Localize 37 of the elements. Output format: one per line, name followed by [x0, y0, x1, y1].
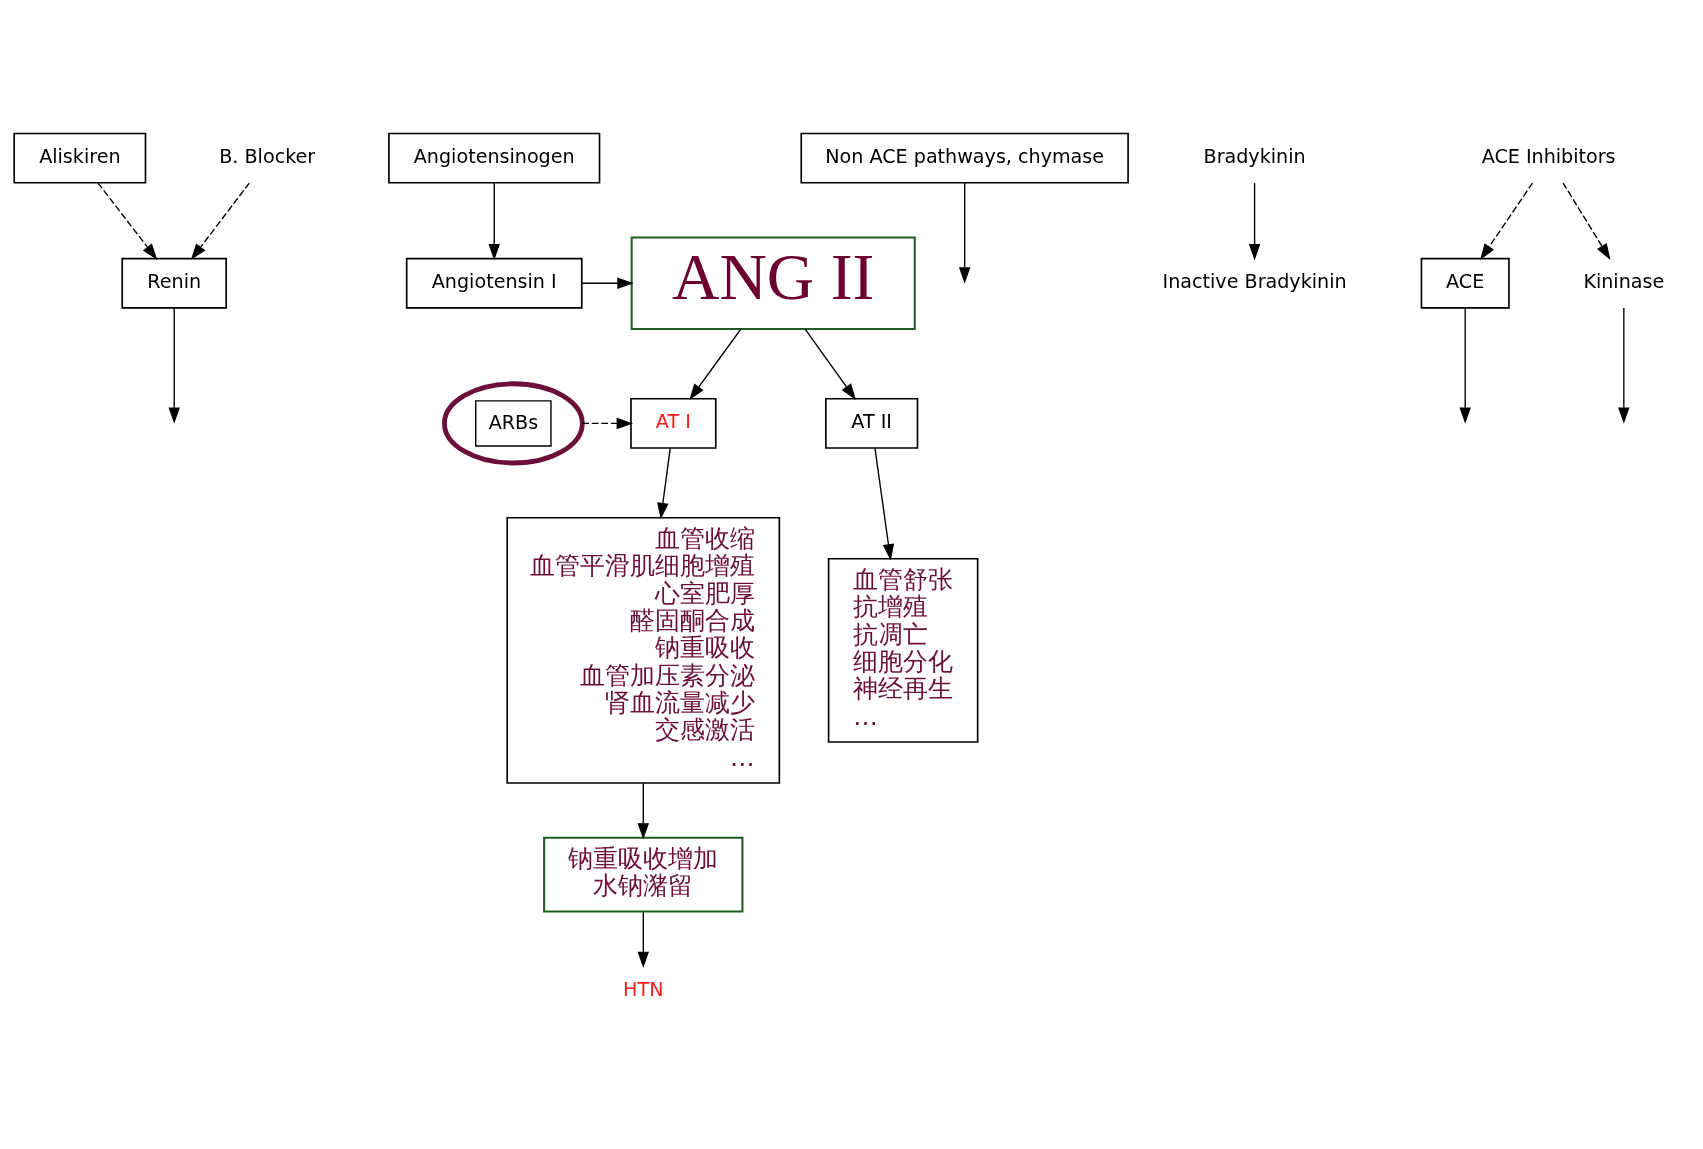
arrow	[637, 782, 650, 840]
arrow	[1459, 307, 1471, 424]
node-text: Inactive Bradykinin	[1162, 270, 1347, 294]
arrow	[657, 447, 671, 520]
node-box: ACE	[1420, 257, 1510, 309]
arrow	[1562, 182, 1611, 261]
arrow	[804, 328, 856, 401]
arrow	[958, 182, 971, 284]
arrow	[874, 447, 895, 561]
node-box: 血管收缩 血管平滑肌细胞增殖 心室肥厚 醛固酮合成 钠重吸收 血管加压素分泌 肾血流量减少 交感激活 …	[506, 516, 781, 784]
node-box: Angiotensinogen	[388, 132, 601, 184]
node-box: 血管舒张 抗增殖 抗凋亡 细胞分化 神经再生 …	[827, 557, 979, 743]
arrow	[637, 911, 650, 969]
node-box: AT II	[825, 397, 919, 449]
node-box: Renin	[121, 257, 227, 309]
node-text: HTN	[623, 977, 664, 1001]
arrow	[97, 182, 158, 260]
node-box: Aliskiren	[13, 132, 147, 184]
node-text: B. Blocker	[219, 145, 316, 169]
arrow	[581, 277, 634, 289]
arrow	[168, 307, 180, 424]
arrow	[488, 182, 500, 261]
node-box: ANG II	[630, 236, 916, 331]
arrow	[1480, 182, 1534, 261]
node-box: Non ACE pathways, chymase	[800, 132, 1129, 184]
node-box: 钠重吸收增加 水钠潴留	[543, 836, 744, 913]
arrow	[581, 417, 634, 430]
arrow	[1248, 182, 1261, 261]
node-ellipse: ARBs	[442, 381, 585, 466]
arrow	[689, 328, 742, 401]
node-text: Kininase	[1583, 270, 1665, 294]
node-text: Bradykinin	[1203, 145, 1306, 169]
arrow	[1618, 307, 1630, 424]
node-text: ACE Inhibitors	[1481, 145, 1616, 169]
arrow	[190, 182, 250, 260]
node-box: AT I	[630, 397, 717, 449]
node-box: Angiotensin I	[405, 257, 583, 309]
